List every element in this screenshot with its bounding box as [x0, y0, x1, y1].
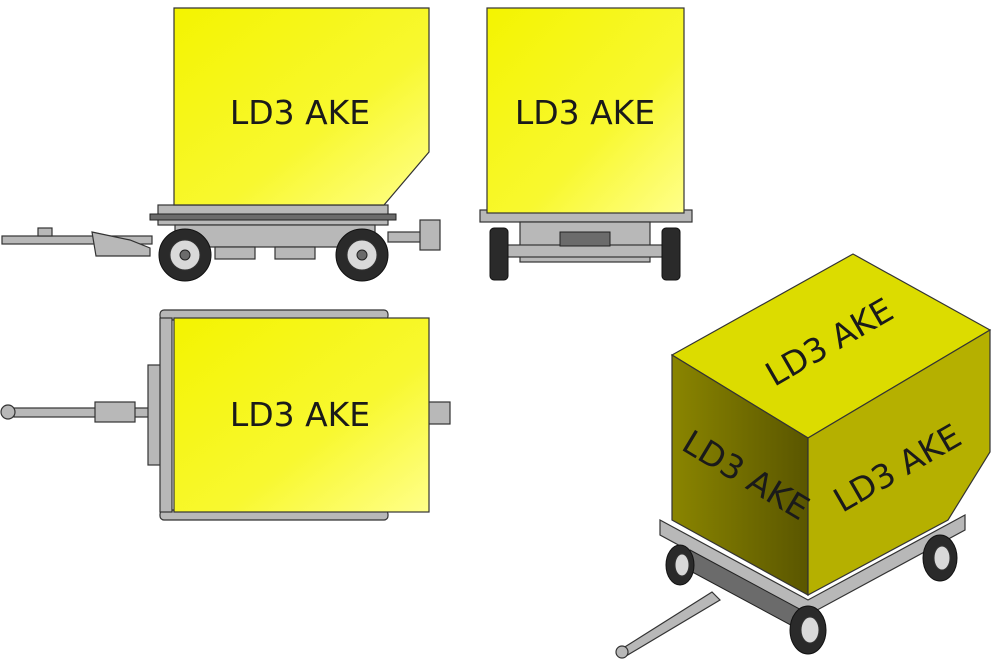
container-rear	[486, 7, 685, 214]
container-side	[173, 7, 430, 206]
wheel-rear	[335, 228, 389, 282]
wheel-front	[158, 228, 212, 282]
container-label: LD3 AKE	[230, 93, 370, 132]
wheel-right	[661, 227, 681, 281]
isometric-view: LD3 AKE LD3 AKE LD3 AKE	[615, 253, 992, 659]
rear-view: LD3 AKE	[479, 7, 693, 281]
drawbar	[1, 235, 153, 245]
side-view: LD3 AKE	[1, 7, 441, 282]
wheel-fr	[789, 605, 827, 655]
container-iso-right	[807, 328, 991, 597]
wheel-fl	[665, 544, 695, 586]
wheel-rr	[922, 534, 958, 582]
container-label: LD3 AKE	[230, 395, 370, 434]
wheel-left	[489, 227, 509, 281]
container-top	[173, 317, 430, 513]
container-label: LD3 AKE	[515, 93, 655, 132]
drawbar	[619, 591, 721, 657]
top-view: LD3 AKE	[0, 309, 451, 521]
